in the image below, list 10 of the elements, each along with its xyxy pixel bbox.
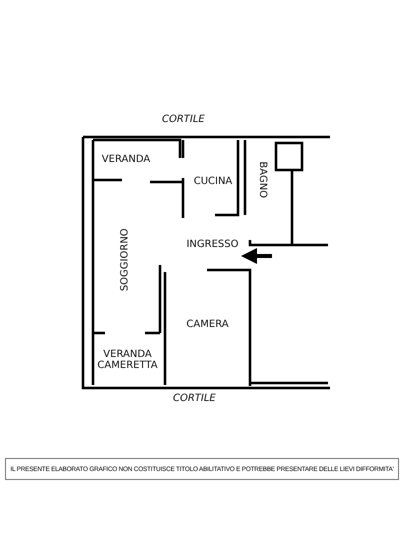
room-label: SOGGIORNO xyxy=(119,228,131,292)
room-label: INGRESSO xyxy=(186,239,238,251)
courtyard-label: CORTILE xyxy=(173,393,216,404)
courtyard-label: CORTILE xyxy=(162,114,205,125)
room-label: VERANDA xyxy=(102,154,150,166)
entrance-arrow xyxy=(241,248,272,264)
room-label: BAGNO xyxy=(256,162,268,198)
room-label: CAMERA xyxy=(186,319,229,331)
room-label: CUCINA xyxy=(194,176,232,188)
room-label: VERANDA CAMERETTA xyxy=(96,348,159,372)
